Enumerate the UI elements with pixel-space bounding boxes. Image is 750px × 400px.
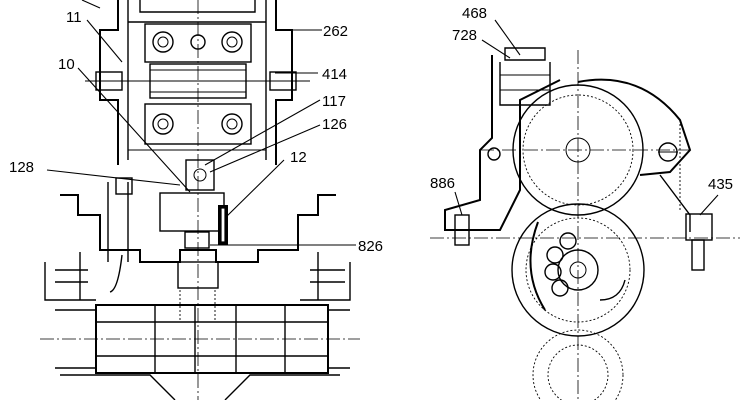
label-10: 10 bbox=[58, 56, 75, 73]
right-part-labels: 468 728 886 435 bbox=[430, 5, 733, 193]
label-12: 12 bbox=[290, 149, 307, 166]
left-part-labels: 11 10 128 262 414 117 126 12 826 bbox=[9, 9, 383, 255]
label-11: 11 bbox=[66, 9, 82, 26]
label-126: 126 bbox=[322, 116, 347, 133]
label-886: 886 bbox=[430, 175, 455, 192]
right-assembly-view bbox=[430, 47, 740, 400]
label-117: 117 bbox=[322, 93, 346, 110]
label-826: 826 bbox=[358, 238, 383, 255]
label-435: 435 bbox=[708, 176, 733, 193]
left-leader-lines bbox=[46, 0, 356, 246]
label-262: 262 bbox=[323, 23, 348, 40]
right-leader-lines bbox=[454, 19, 719, 216]
label-468: 468 bbox=[462, 5, 487, 22]
label-728: 728 bbox=[452, 27, 477, 44]
label-128: 128 bbox=[9, 159, 34, 176]
label-414: 414 bbox=[322, 66, 347, 83]
left-assembly-view bbox=[40, 0, 360, 400]
